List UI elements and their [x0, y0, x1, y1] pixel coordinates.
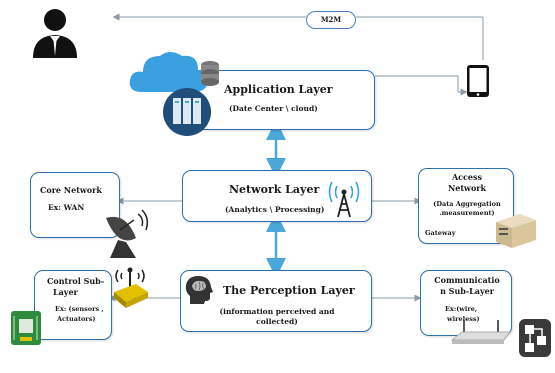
communication-sublayer-title-line1: Communicatio — [434, 275, 500, 285]
core-network-subtitle: Ex: WAN — [48, 203, 85, 212]
access-network-subtitle-line1: (Data Aggregation — [433, 200, 501, 208]
gateway-label: Gateway — [425, 229, 456, 237]
network-layer-title: Network Layer — [229, 183, 320, 196]
access-network-title-line2: Network — [447, 183, 487, 193]
perception-layer-subtitle-line1: (information perceived and — [219, 307, 335, 316]
router-icon — [450, 320, 511, 344]
cloud-icon — [129, 52, 209, 92]
network-switch-icon — [519, 319, 551, 357]
network-layer-subtitle: (Analytics \ Processing) — [225, 205, 325, 214]
core-network-box: Core Network Ex: WAN — [30, 172, 120, 238]
circuit-board-icon — [11, 311, 41, 345]
communication-sublayer-box: Communicatio n Sub-Layer Ex:(wire, wirel… — [420, 270, 512, 336]
perception-layer-title: The Perception Layer — [223, 284, 355, 297]
core-network-title: Core Network — [40, 185, 102, 195]
antenna-tower-icon — [328, 181, 360, 218]
control-sublayer-title-line1: Control Sub- — [47, 276, 105, 286]
sensor-icon — [114, 267, 148, 308]
control-sublayer-box: Control Sub- Layer Ex: (sensors , Actuat… — [34, 270, 112, 340]
control-sublayer-subtitle-line2: Actuators) — [57, 315, 96, 323]
satellite-dish-icon — [106, 209, 149, 258]
communication-sublayer-subtitle-line1: Ex:(wire, — [445, 305, 478, 313]
access-network-title-line1: Access — [451, 172, 483, 182]
application-layer-title: Application Layer — [224, 83, 333, 96]
user-icon — [33, 9, 77, 58]
data-center-icon — [163, 88, 211, 136]
network-layer-box: Network Layer (Analytics \ Processing) — [182, 170, 372, 222]
gateway-device-icon — [496, 214, 536, 248]
brain-head-icon — [185, 276, 213, 304]
m2m-label: M2M — [306, 11, 356, 29]
perception-layer-subtitle-line2: collected) — [256, 317, 298, 326]
access-network-subtitle-line2: .measurement) — [439, 209, 495, 217]
control-sublayer-title-line2: Layer — [53, 287, 78, 297]
communication-sublayer-subtitle-line2: wireless) — [447, 315, 480, 323]
server-icon — [201, 61, 219, 86]
control-sublayer-subtitle-line1: Ex: (sensors , — [55, 305, 104, 313]
communication-sublayer-title-line2: n Sub-Layer — [440, 286, 494, 296]
perception-layer-box: The Perception Layer (information percei… — [180, 270, 372, 332]
application-layer-subtitle: (Date Center \ cloud) — [229, 104, 318, 113]
tablet-icon — [467, 65, 489, 97]
